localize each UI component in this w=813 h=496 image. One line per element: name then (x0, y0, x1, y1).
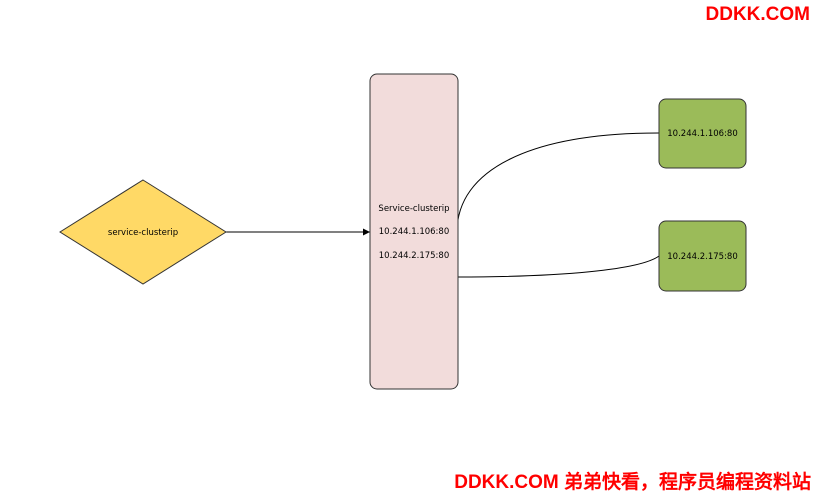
service-endpoint-1: 10.244.1.106:80 (379, 227, 449, 237)
pod-node-2: 10.244.2.175:80 (658, 220, 747, 292)
client-node: service-clusterip (59, 179, 227, 285)
client-label: service-clusterip (108, 228, 178, 238)
pod-2-label: 10.244.2.175:80 (667, 252, 737, 262)
service-to-pod-2-edge (456, 255, 660, 278)
pod-1-box-shape (658, 98, 747, 169)
service-endpoint-2: 10.244.2.175:80 (379, 251, 449, 261)
service-node: Service-clusterip 10.244.1.106:80 10.244… (369, 73, 459, 390)
watermark-bottom: DDKK.COM 弟弟快看，程序员编程资料站 (454, 472, 811, 493)
client-diamond-shape (59, 179, 227, 285)
pod-2-box-shape (658, 220, 747, 292)
service-title: Service-clusterip (378, 204, 449, 214)
pod-node-1: 10.244.1.106:80 (658, 98, 747, 169)
service-to-pod-1-edge (456, 132, 660, 233)
service-box-shape (369, 73, 459, 390)
pod-1-label: 10.244.1.106:80 (667, 129, 737, 139)
watermark-top: DDKK.COM (705, 4, 811, 25)
